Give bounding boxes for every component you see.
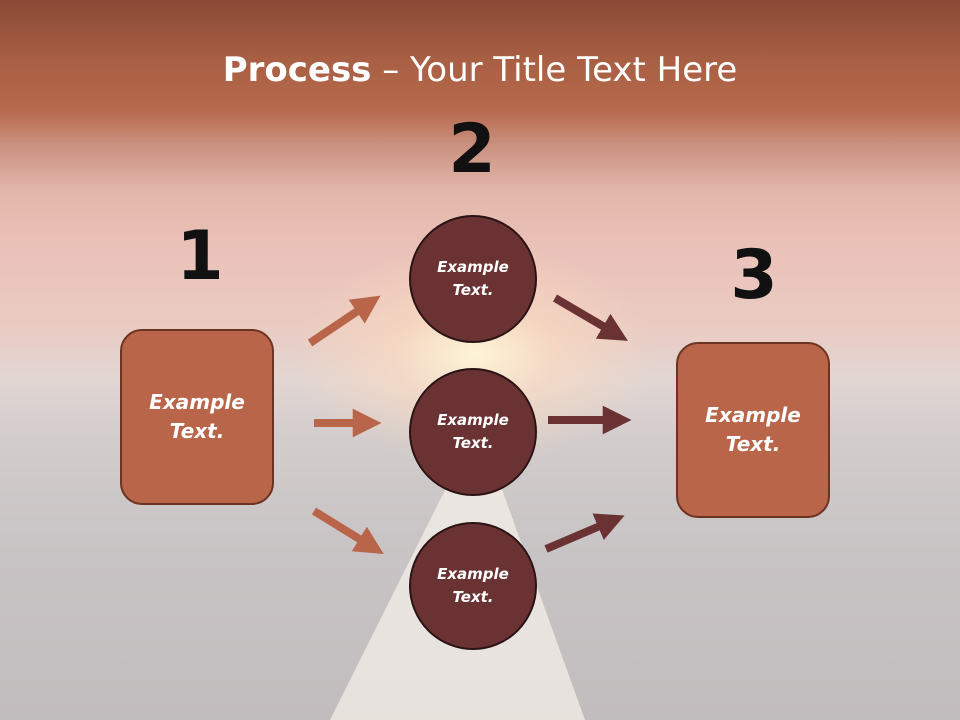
circle-top[interactable]: Example Text. [409, 215, 537, 343]
step-number-2: 2 [448, 110, 496, 189]
circle-bottom-text: Example Text. [437, 565, 509, 606]
circle-bottom[interactable]: Example Text. [409, 522, 537, 650]
arrow-top-to-right [552, 294, 628, 341]
circle-middle[interactable]: Example Text. [409, 368, 537, 496]
left-box-text: Example Text. [149, 390, 245, 443]
title-bold: Process [222, 50, 372, 90]
step-number-3: 3 [730, 236, 778, 315]
arrow-left-to-top [307, 295, 381, 347]
slide-title: Process – Your Title Text Here [0, 50, 960, 90]
circle-top-text: Example Text. [437, 258, 509, 299]
arrow-left-to-bottom [311, 507, 384, 555]
title-rest: – Your Title Text Here [371, 50, 738, 90]
circle-middle-text: Example Text. [437, 411, 509, 452]
left-box[interactable]: Example Text. [120, 329, 274, 505]
right-box[interactable]: Example Text. [676, 342, 830, 518]
step-number-1: 1 [176, 217, 224, 296]
right-box-text: Example Text. [705, 403, 801, 456]
arrow-bottom-to-right [544, 513, 625, 553]
